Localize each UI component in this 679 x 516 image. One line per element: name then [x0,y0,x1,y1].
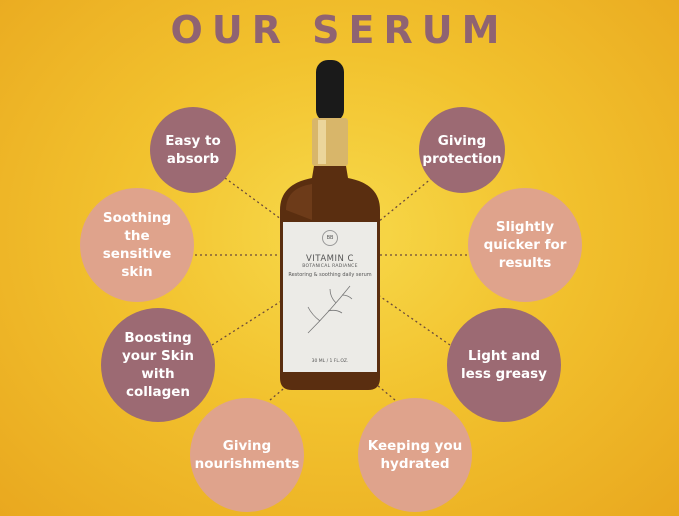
benefit-easy-to-absorb: Easy to absorb [150,107,236,193]
product-name: VITAMIN C [305,254,354,264]
benefit-giving-protection: Giving protection [419,107,505,193]
bottle-label: BB VITAMIN C BOTANICAL RADIANCE Restorin… [283,222,377,372]
leaf-illustration [307,285,353,334]
brand-logo: BB [322,230,338,246]
benefit-soothing: Soothing the sensitive skin [80,188,194,302]
benefit-collagen: Boosting your Skin with collagen [101,308,215,422]
product-subtitle: BOTANICAL RADIANCE [302,264,358,269]
benefit-light: Light and less greasy [447,308,561,422]
benefit-hydrated: Keeping you hydrated [358,398,472,512]
product-description: Restoring & soothing daily serum [288,272,372,278]
page-title: OUR SERUM [170,8,509,52]
benefit-nourishments: Giving nourishments [190,398,304,512]
product-volume: 30 ML / 1 FL.OZ. [311,359,349,364]
benefit-quicker-results: Slightly quicker for results [468,188,582,302]
